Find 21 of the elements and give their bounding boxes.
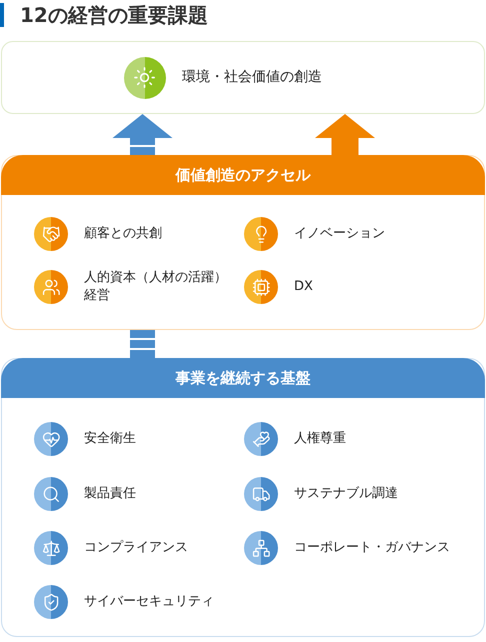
block-arrow — [130, 330, 155, 358]
item-label: コーポレート・ガバナンス — [294, 539, 450, 557]
panel — [1, 358, 485, 637]
item-label: コンプライアンス — [84, 539, 188, 557]
panel-title: 事業を継続する基盤 — [176, 368, 310, 389]
panel — [1, 155, 485, 330]
page-title: 12の経営の重要課題 — [20, 2, 208, 29]
item-label: イノベーション — [294, 225, 385, 243]
result-box — [1, 41, 485, 114]
item-label: 安全衛生 — [84, 430, 136, 448]
item-label: サステナブル調達 — [294, 485, 398, 503]
panel-title: 価値創造のアクセル — [176, 164, 310, 186]
item-label: 人権尊重 — [294, 430, 346, 448]
block-arrow — [112, 114, 172, 155]
item-label: サイバーセキュリティ — [84, 593, 214, 611]
item-label: 製品責任 — [84, 485, 136, 503]
block-arrow — [315, 114, 375, 155]
result-text: 環境・社会価値の創造 — [182, 68, 322, 87]
item-label: 人的資本（人材の活躍）経営 — [84, 269, 228, 305]
item-label: DX — [294, 278, 313, 296]
item-label: 顧客との共創 — [84, 225, 162, 243]
